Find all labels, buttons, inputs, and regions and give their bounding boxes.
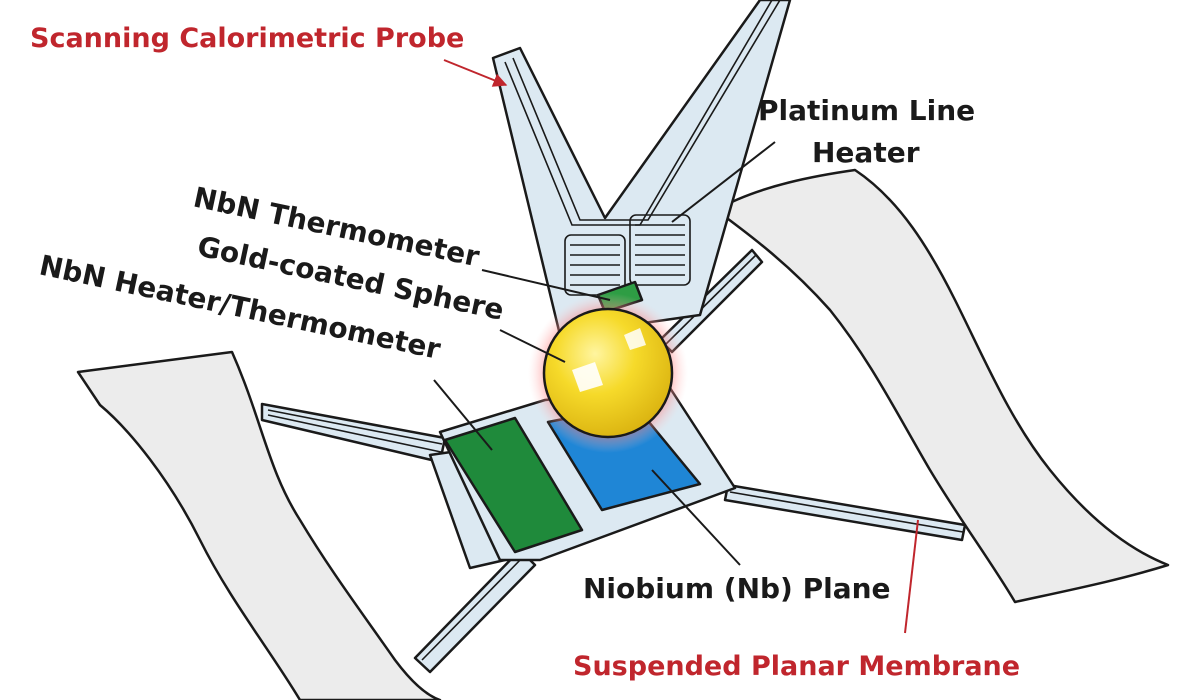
right-substrate [714,168,1170,604]
label-suspended-membrane: Suspended Planar Membrane [573,651,1020,682]
left-substrate [76,350,442,700]
leader-platinum [671,141,776,223]
leader-nbn-heater [433,379,493,451]
label-platinum-line-2: Heater [812,136,920,169]
leader-gold-sphere [499,329,566,363]
leader-niobium [651,469,741,566]
suspension-legs [260,248,967,674]
nbn-heater-thermometer-pad [443,416,584,554]
scanning-probe [491,0,792,337]
leader-probe [443,59,508,87]
label-scanning-probe: Scanning Calorimetric Probe [30,23,464,54]
sphere-highlight [572,362,603,392]
leader-membrane [904,519,919,634]
label-platinum-line-1: Platinum Line [758,94,975,127]
label-niobium-plane: Niobium (Nb) Plane [583,572,891,605]
leader-nbn-thermometer [481,269,611,301]
platinum-line-heater [564,214,691,296]
sphere-highlight-small [624,328,646,350]
gold-coated-sphere [542,307,674,439]
